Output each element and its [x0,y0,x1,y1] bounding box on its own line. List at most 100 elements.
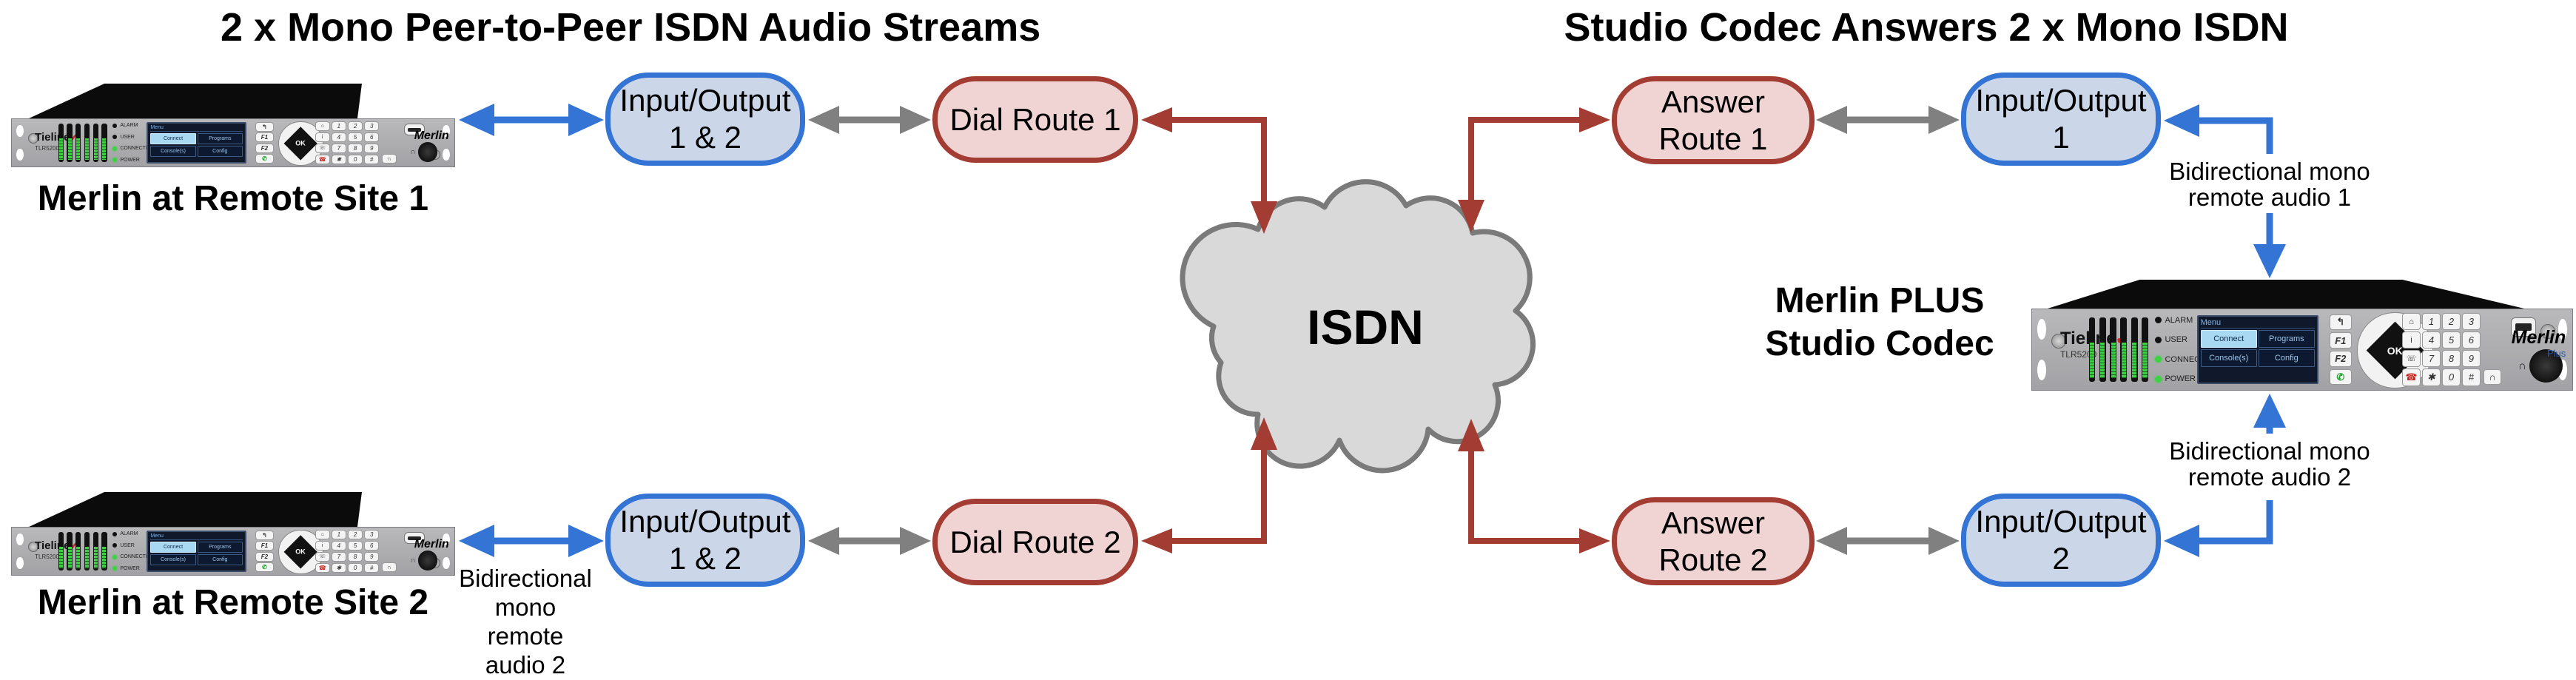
ok-label: OK [295,139,306,147]
keypad-key[interactable]: # [364,154,380,164]
screen-menu-button[interactable]: Connect [2200,329,2257,348]
screen-menu-button[interactable]: Programs [2258,329,2315,348]
headset-key[interactable]: ∩ [381,562,397,573]
function-key[interactable]: F2 [255,551,274,562]
keypad-key[interactable]: ✱ [2422,368,2441,386]
keypad-key[interactable]: 5 [2441,331,2461,349]
function-key[interactable]: F1 [255,541,274,551]
keypad-key[interactable]: 1 [2422,313,2441,331]
keypad-key[interactable]: 2 [2441,313,2461,331]
function-key[interactable]: ↰ [255,530,274,541]
screen-title: Menu [2200,317,2315,329]
caption-line: Merlin PLUS [1775,281,1985,320]
ok-button[interactable]: OK [283,535,318,569]
node-line: Input/Output [1975,83,2147,118]
keypad-key[interactable]: 4 [331,541,346,551]
function-key[interactable]: ✆ [255,562,274,573]
keypad-key[interactable]: 5 [347,541,363,551]
keypad-key[interactable]: i [2402,331,2421,349]
arrow-io12top-dial1 [808,106,931,134]
keypad-key[interactable]: i [315,541,330,551]
keypad-key[interactable]: 4 [331,132,346,142]
keypad-key[interactable]: ☎ [315,562,330,573]
keypad-key[interactable]: 8 [347,551,363,562]
usb-port [2510,317,2536,337]
vu-meter-bar [2088,317,2096,383]
screen-menu-button[interactable]: Connect [150,133,196,145]
keypad-key[interactable]: ⌂ [2402,313,2421,331]
keypad-key[interactable]: 6 [364,132,380,142]
screen-menu-button[interactable]: Console(s) [2200,349,2257,367]
node-line: Input/Output [619,83,791,118]
keypad-key[interactable]: ⌂ [315,121,330,132]
function-key[interactable]: ↰ [2329,314,2353,330]
keypad-key[interactable]: 3 [2461,313,2481,331]
keypad-key[interactable]: ☎ [315,154,330,164]
keypad-key[interactable]: 0 [347,562,363,573]
screen-menu-button[interactable]: Config [2258,349,2315,367]
keypad-key[interactable]: ⌂ [315,530,330,540]
keypad-key[interactable]: 1 [331,530,346,540]
mount-hole [2037,359,2046,380]
keypad-key[interactable]: 3 [364,530,380,540]
keypad-key[interactable]: 0 [347,154,363,164]
function-key[interactable]: ✆ [255,153,274,164]
led-dot-icon [112,135,118,140]
screen-menu-button[interactable]: Console(s) [150,146,196,158]
node-input-output-1-2-top: Input/Output 1 & 2 [605,73,805,166]
function-key[interactable]: F1 [255,132,274,143]
keypad-key[interactable]: 5 [347,132,363,142]
keypad-key[interactable]: i [315,132,330,142]
keypad-key[interactable]: 6 [364,541,380,551]
keypad-key[interactable]: ✱ [331,154,346,164]
keypad-key[interactable]: # [364,562,380,573]
keypad-key[interactable]: 7 [2422,349,2441,367]
keypad-key[interactable]: ☏ [315,143,330,153]
keypad-key[interactable]: ☏ [315,551,330,562]
ok-button[interactable]: OK [283,127,318,161]
keypad-key[interactable]: 7 [331,551,346,562]
function-key[interactable]: F1 [2329,332,2353,349]
keypad-key[interactable]: 6 [2461,331,2481,349]
headset-key[interactable]: ∩ [381,153,397,164]
function-key[interactable]: ✆ [2329,369,2353,386]
screen-menu-button[interactable]: Config [197,554,243,566]
led-dot-icon [112,123,118,128]
keypad-key[interactable]: # [2461,368,2481,386]
keypad-key[interactable]: 3 [364,121,380,132]
keypad-key[interactable]: 9 [2461,349,2481,367]
keypad-key[interactable]: 0 [2441,368,2461,386]
keypad-key[interactable]: 7 [331,143,346,153]
keypad-key[interactable]: ☎ [2402,368,2421,386]
status-led: USER [112,135,152,140]
keypad-key[interactable]: 1 [331,121,346,132]
keypad-key[interactable]: 2 [347,530,363,540]
keypad-key[interactable]: ☏ [2402,349,2421,367]
keypad-key[interactable]: ✱ [331,562,346,573]
keypad-key[interactable]: 8 [347,143,363,153]
screen-menu-button[interactable]: Programs [197,542,243,553]
function-key[interactable]: F2 [255,143,274,153]
keypad-key[interactable]: 8 [2441,349,2461,367]
mount-hole [443,533,451,546]
screen-menu-button[interactable]: Connect [150,542,196,553]
screen-menu-button[interactable]: Programs [197,133,243,145]
arrow-cloud-answer2 [1458,419,1610,553]
screen-menu-button[interactable]: Console(s) [150,554,196,566]
function-key[interactable]: ↰ [255,121,274,132]
screen-menu-button[interactable]: Config [197,146,243,158]
note-line: Bidirectional mono [2169,158,2370,185]
keypad-key[interactable]: 4 [2422,331,2441,349]
device-chassis-top [29,84,362,118]
function-key[interactable]: F2 [2329,351,2353,367]
keypad-key[interactable]: 2 [347,121,363,132]
node-line: 1 & 2 [668,120,742,155]
headset-key[interactable]: ∩ [2483,368,2502,386]
keypad-key[interactable]: 9 [364,143,380,153]
arrow-studio-io2 [2164,394,2286,557]
node-dial-route-2: Dial Route 2 [932,499,1138,585]
keypad-key[interactable]: 9 [364,551,380,562]
